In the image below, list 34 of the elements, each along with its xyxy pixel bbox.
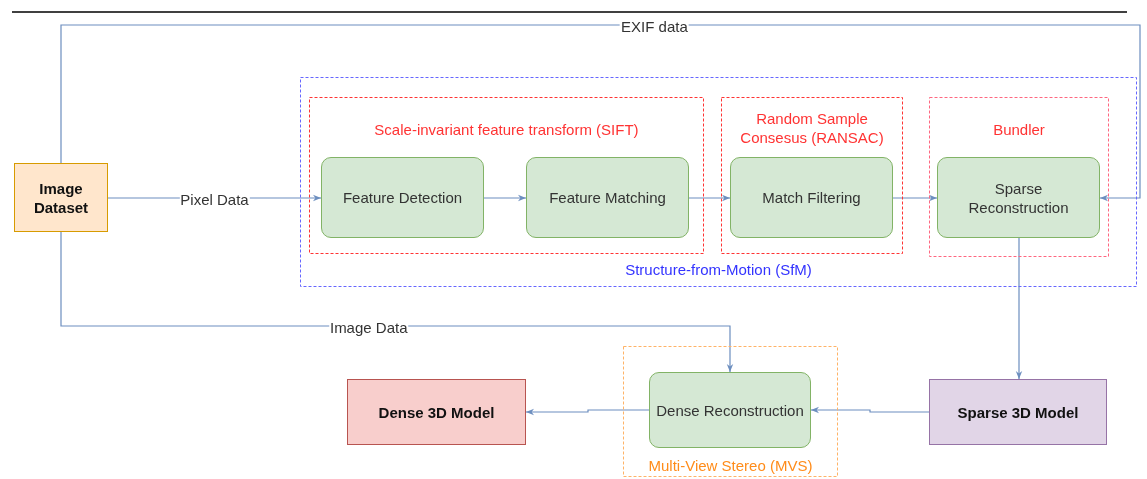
arrow	[525, 408, 650, 416]
node-label: Image Dataset	[32, 178, 90, 217]
group-frame	[300, 77, 1137, 287]
output-box	[929, 379, 1107, 445]
arrow	[483, 194, 527, 202]
group-title: Bundler	[992, 120, 1046, 139]
arrow	[1015, 237, 1023, 380]
process-box	[730, 157, 893, 238]
node-label: Match Filtering	[761, 188, 862, 207]
process-box	[526, 157, 689, 238]
node-label: Dense Reconstruction	[655, 400, 805, 420]
data-source-box	[14, 163, 108, 232]
node-label: Sparse 3D Model	[956, 402, 1080, 422]
arrow	[688, 194, 731, 202]
process-box	[321, 157, 484, 238]
node-label: Feature Matching	[548, 188, 667, 207]
group-title: Multi-View Stereo (MVS)	[647, 456, 814, 475]
group-frame	[623, 346, 838, 477]
group-frame	[309, 97, 704, 254]
group-frame	[929, 97, 1109, 257]
group-title: Scale-invariant feature transform (SIFT)	[373, 120, 640, 139]
arrow	[60, 24, 1141, 202]
node-label: Sparse Reconstruction	[967, 178, 1070, 217]
arrow	[810, 406, 930, 414]
output-box	[347, 379, 526, 445]
node-label: Dense 3D Model	[377, 402, 496, 422]
arrow	[892, 194, 938, 202]
process-box	[649, 372, 811, 448]
process-box	[937, 157, 1100, 238]
group-title: Structure-from-Motion (SfM)	[624, 260, 813, 279]
arrow	[60, 231, 734, 373]
group-frame	[721, 97, 903, 254]
node-label: Feature Detection	[341, 188, 464, 207]
group-title: Random Sample Consesus (RANSAC)	[739, 109, 885, 147]
